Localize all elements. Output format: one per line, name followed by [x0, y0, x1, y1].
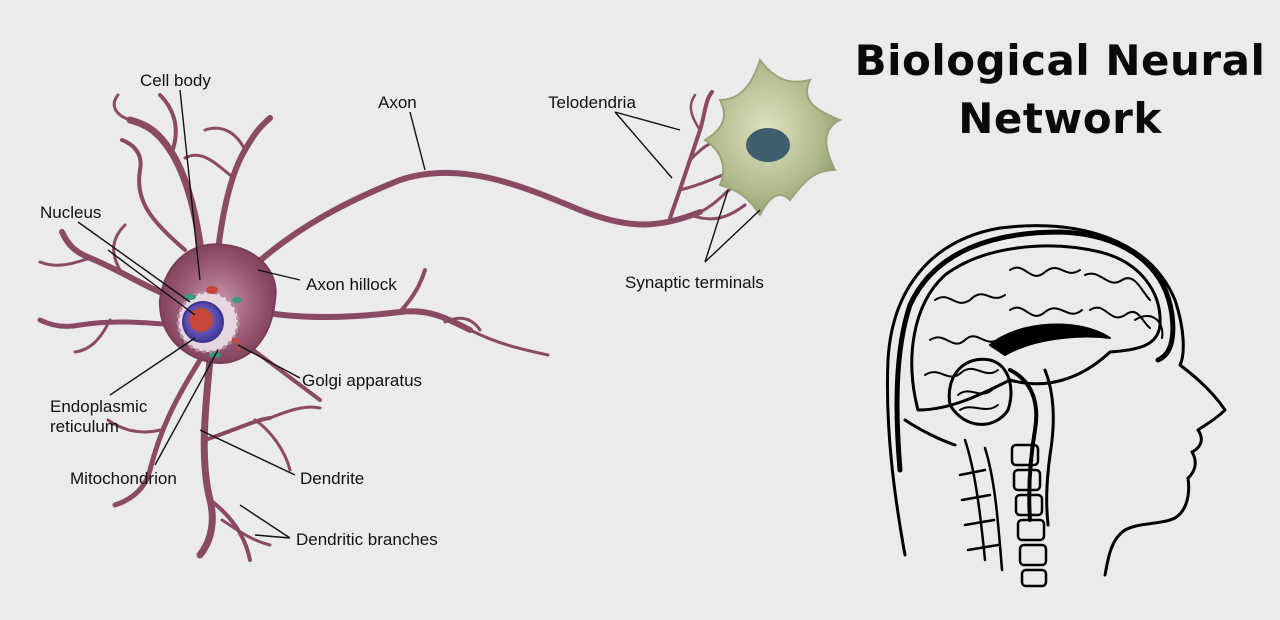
- dendrite-up-1: [126, 116, 209, 289]
- neuron: [37, 90, 747, 562]
- label-cell-body: Cell body: [140, 71, 211, 90]
- title-line-2: Network: [958, 94, 1162, 143]
- label-dendrite: Dendrite: [300, 469, 364, 488]
- cerebrum: [910, 244, 1162, 412]
- title-line-1: Biological Neural: [854, 36, 1266, 85]
- golgi-apparatus: [231, 338, 242, 351]
- label-dendritic-branches: Dendritic branches: [296, 530, 438, 549]
- label-mitochondrion: Mitochondrion: [70, 469, 177, 488]
- corpus-callosum: [989, 323, 1111, 356]
- cerebellum: [947, 357, 1013, 426]
- label-synaptic-terminals: Synaptic terminals: [625, 273, 764, 292]
- dendrite-down-2: [112, 357, 203, 508]
- dendrite-right-1: [247, 307, 473, 333]
- label-nucleus: Nucleus: [40, 203, 101, 222]
- label-axon: Axon: [378, 93, 417, 112]
- label-reticulum: reticulum: [50, 417, 119, 436]
- skull: [894, 229, 1176, 473]
- label-pointers: [77, 89, 761, 539]
- label-axon-hillock: Axon hillock: [306, 275, 397, 294]
- label-telodendria: Telodendria: [548, 93, 636, 112]
- dendrite-left-3: [120, 138, 187, 252]
- page-title: Biological Neural Network: [840, 32, 1280, 148]
- head-profile: [885, 224, 1227, 577]
- target-nucleus: [746, 128, 790, 162]
- label-endoplasmic: Endoplasmic: [50, 397, 148, 416]
- dendrite-up-2: [212, 115, 273, 283]
- spinal-column: [958, 438, 1048, 588]
- brain-head-illustration: [885, 224, 1227, 588]
- axon: [252, 169, 703, 268]
- label-golgi-apparatus: Golgi apparatus: [302, 371, 422, 390]
- dendrite-left-2: [37, 317, 178, 329]
- dendrite-down-1: [196, 356, 216, 559]
